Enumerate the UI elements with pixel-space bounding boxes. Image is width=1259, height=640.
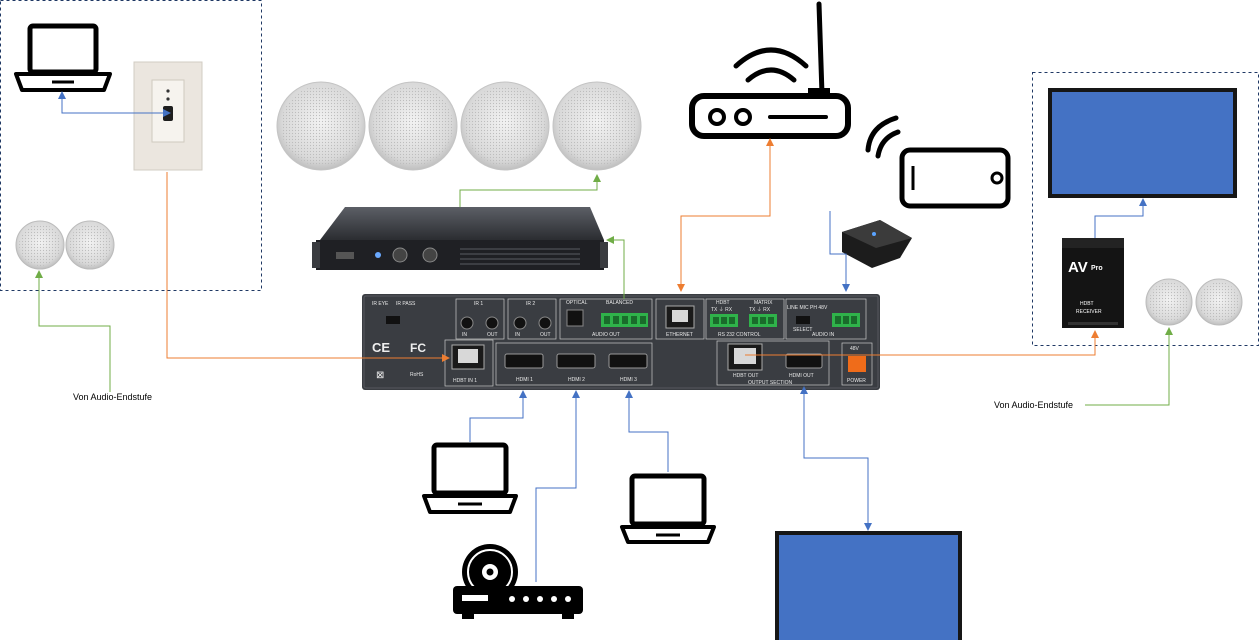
connection-wallplate-hdbt-in xyxy=(166,172,450,362)
rohs-mark: RoHS xyxy=(410,372,424,378)
connection-hdmi-out-display xyxy=(800,386,872,531)
label-ir-pass: IR PASS xyxy=(396,301,416,307)
boundary-microphone-icon xyxy=(842,220,912,268)
ir2-out-jack xyxy=(538,316,552,330)
label-hdmi1: HDMI 1 xyxy=(516,377,533,383)
hdmi2-port xyxy=(556,353,596,369)
label-ir1-in: IN xyxy=(462,332,467,338)
left-ceiling-speakers xyxy=(15,220,115,270)
label-hdbt-in: HDBT IN 1 xyxy=(453,378,477,384)
laptop-icon xyxy=(422,442,518,514)
label-power: POWER xyxy=(847,378,866,384)
hdmi1-port xyxy=(504,353,544,369)
connection-player-hdmi2 xyxy=(535,390,580,582)
hdmi-wall-plate-icon xyxy=(133,61,203,171)
label-hdbt: HDBT xyxy=(716,300,730,306)
label-hdbt-out: HDBT OUT xyxy=(733,373,758,379)
ce-mark: CE xyxy=(372,340,390,355)
connection-amp-left-speakers xyxy=(35,270,111,392)
label-ir1-out: OUT xyxy=(487,332,498,338)
label-audio-in: AUDIO IN xyxy=(812,332,835,338)
centre-ceiling-speakers xyxy=(276,81,642,171)
label-hdbt-txrx: TX ⏚ RX xyxy=(711,306,733,313)
weee-icon: ⊠ xyxy=(376,370,384,381)
laptop-icon xyxy=(14,23,112,92)
label-ir2-out: OUT xyxy=(540,332,551,338)
ir1-out-jack xyxy=(485,316,499,330)
label-ir2: IR 2 xyxy=(526,301,535,307)
label-ethernet: ETHERNET xyxy=(666,332,693,338)
right-amp-note: Von Audio-Endstufe xyxy=(994,400,1074,410)
hdbt-receiver-icon: AV Pro HDBT RECEIVER xyxy=(1062,238,1124,328)
label-ir2-in: IN xyxy=(515,332,520,338)
label-select: SELECT xyxy=(793,327,812,333)
main-room-display xyxy=(775,531,962,640)
receiver-brand-sub: Pro xyxy=(1091,265,1103,272)
disc-player-icon xyxy=(453,544,583,619)
ir2-in-jack xyxy=(513,316,527,330)
label-matrix: MATRIX xyxy=(754,300,773,306)
fc-mark: FC xyxy=(410,341,426,355)
rack-amplifier-icon xyxy=(312,207,608,270)
label-matrix-txrx: TX ⏚ RX xyxy=(749,306,771,313)
connection-ethernet-router xyxy=(677,138,774,292)
smartphone-wifi-icon xyxy=(865,115,1011,209)
connection-laptop-hdmi1 xyxy=(469,390,527,442)
ir1-in-jack xyxy=(460,316,474,330)
label-line-mic: LINE MIC PH 48V xyxy=(787,305,828,311)
label-optical: OPTICAL xyxy=(566,300,588,306)
audio-select-switch xyxy=(796,316,810,324)
wifi-router-icon xyxy=(689,1,851,139)
receiver-label: RECEIVER xyxy=(1076,309,1102,315)
connection-hdbt-out-receiver xyxy=(745,330,1099,356)
receiver-hdbt-logo: HDBT xyxy=(1080,301,1094,307)
connection-amp-ceiling-speakers xyxy=(459,174,601,207)
power-connector xyxy=(848,356,866,372)
laptop-icon xyxy=(620,473,716,544)
label-hdmi-out: HDMI OUT xyxy=(789,373,814,379)
label-hdmi2: HDMI 2 xyxy=(568,377,585,383)
label-balanced: BALANCED xyxy=(606,300,633,306)
left-amp-note: Von Audio-Endstufe xyxy=(73,392,153,402)
receiver-brand: AV xyxy=(1068,259,1088,276)
connection-wallplate-laptop xyxy=(58,91,171,117)
hdmi-out-port xyxy=(785,353,823,369)
presentation-switcher-rear-panel: IR EYE IR PASS IR 1 IN OUT IR 2 IN OUT O… xyxy=(362,294,880,390)
optical-port xyxy=(566,309,584,327)
hdmi3-port xyxy=(608,353,648,369)
left-room-zone xyxy=(0,0,262,291)
right-ceiling-speakers xyxy=(1145,278,1243,326)
connection-laptop-hdmi3 xyxy=(625,390,669,472)
ir-switch xyxy=(386,316,400,324)
label-rs232: RS 232 CONTROL xyxy=(718,332,761,338)
label-ir-eye: IR EYE xyxy=(372,301,389,307)
label-ir1: IR 1 xyxy=(474,301,483,307)
connection-amp-right-speakers xyxy=(1085,327,1173,406)
right-room-display xyxy=(1048,88,1237,198)
label-hdmi3: HDMI 3 xyxy=(620,377,637,383)
connection-switcher-amp xyxy=(606,236,625,299)
connection-receiver-display xyxy=(1094,198,1147,238)
label-output-section: OUTPUT SECTION xyxy=(748,380,792,386)
label-audio-out: AUDIO OUT xyxy=(592,332,620,338)
label-48v: 48V xyxy=(850,346,860,352)
connection-mic-audio-in xyxy=(829,211,850,292)
